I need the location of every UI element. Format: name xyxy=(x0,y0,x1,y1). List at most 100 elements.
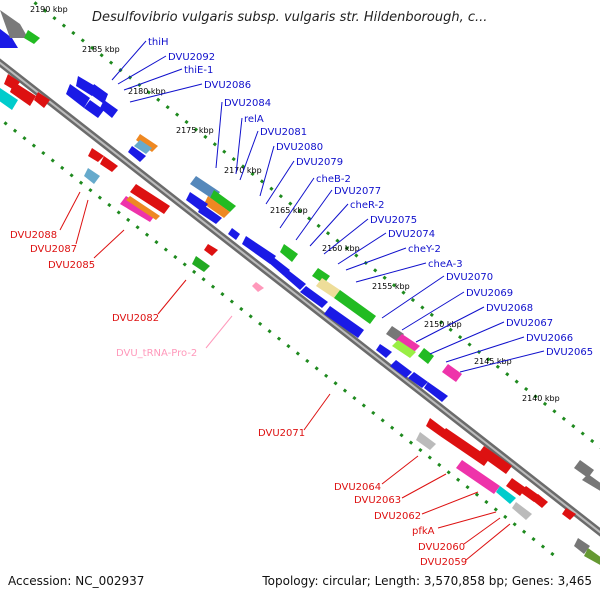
gene-block[interactable] xyxy=(440,428,490,466)
gene-block[interactable] xyxy=(204,196,230,218)
gene-block[interactable] xyxy=(324,306,364,338)
gene-block[interactable] xyxy=(90,84,108,104)
gene-block[interactable] xyxy=(228,228,240,240)
reverse-gene-label[interactable]: DVU2059 xyxy=(420,557,467,568)
forward-leader-line xyxy=(235,117,243,175)
gene-block[interactable] xyxy=(84,100,104,118)
reverse-gene-label[interactable]: DVU2088 xyxy=(10,230,57,241)
forward-gene-label[interactable]: DVU2075 xyxy=(370,215,417,226)
gene-block[interactable] xyxy=(34,92,50,108)
gene-block[interactable] xyxy=(426,418,446,436)
forward-gene-label[interactable]: DVU2084 xyxy=(224,98,271,109)
forward-strand-genes xyxy=(0,10,600,492)
reverse-gene-label[interactable]: DVU2085 xyxy=(48,260,95,271)
forward-gene-label[interactable]: DVU2067 xyxy=(506,318,553,329)
gene-block[interactable] xyxy=(252,282,264,292)
gene-block[interactable] xyxy=(390,360,412,378)
gene-block[interactable] xyxy=(76,76,95,96)
gene-block[interactable] xyxy=(316,278,340,298)
forward-gene-label[interactable]: relA xyxy=(244,114,264,125)
reverse-gene-label[interactable]: DVU2087 xyxy=(30,244,77,255)
forward-gene-label[interactable]: thiH xyxy=(148,37,169,48)
gene-block[interactable] xyxy=(100,156,118,172)
scale-label: 2190 kbp xyxy=(30,5,68,14)
forward-gene-label[interactable]: DVU2092 xyxy=(168,52,215,63)
trna-gene-label[interactable]: DVU_tRNA-Pro-2 xyxy=(116,348,197,359)
gene-block[interactable] xyxy=(584,548,600,566)
gene-block[interactable] xyxy=(134,140,152,154)
gene-block[interactable] xyxy=(442,364,462,382)
gene-block[interactable] xyxy=(130,184,170,214)
scale-label: 2160 kbp xyxy=(322,244,360,253)
gene-block[interactable] xyxy=(0,25,18,48)
gene-block[interactable] xyxy=(376,344,392,358)
trna-leader-line xyxy=(205,315,233,349)
reverse-gene-label[interactable]: DVU2060 xyxy=(418,542,465,553)
gene-block[interactable] xyxy=(408,372,428,388)
forward-gene-label[interactable]: cheY-2 xyxy=(408,244,441,255)
gene-block[interactable] xyxy=(582,474,600,492)
gene-block[interactable] xyxy=(284,270,306,290)
gene-block[interactable] xyxy=(574,460,594,478)
gene-block[interactable] xyxy=(512,502,532,520)
forward-gene-label[interactable]: DVU2079 xyxy=(296,157,343,168)
gene-block[interactable] xyxy=(120,196,156,222)
forward-gene-label[interactable]: DVU2066 xyxy=(526,333,573,344)
forward-gene-label[interactable]: DVU2069 xyxy=(466,288,513,299)
gene-block[interactable] xyxy=(10,82,36,106)
gene-block[interactable] xyxy=(198,204,222,224)
forward-gene-label[interactable]: cheR-2 xyxy=(350,200,385,211)
gene-block[interactable] xyxy=(100,100,118,118)
gene-block[interactable] xyxy=(242,236,276,264)
reverse-gene-label[interactable]: DVU2063 xyxy=(354,495,401,506)
forward-gene-label[interactable]: thiE-1 xyxy=(184,65,213,76)
gene-block[interactable] xyxy=(280,244,298,262)
reverse-gene-label[interactable]: pfkA xyxy=(412,526,435,537)
forward-gene-label[interactable]: DVU2077 xyxy=(334,186,381,197)
gene-block[interactable] xyxy=(574,538,590,554)
gene-block[interactable] xyxy=(312,268,330,284)
gene-block[interactable] xyxy=(418,348,434,364)
reverse-gene-label[interactable]: DVU2062 xyxy=(374,511,421,522)
gene-block[interactable] xyxy=(562,508,576,520)
forward-gene-label[interactable]: DVU2070 xyxy=(446,272,493,283)
gene-block[interactable] xyxy=(532,494,548,508)
gene-block[interactable] xyxy=(126,196,160,220)
gene-block[interactable] xyxy=(88,148,104,162)
gene-block[interactable] xyxy=(268,256,290,276)
reverse-gene-label[interactable]: DVU2064 xyxy=(334,482,381,493)
forward-gene-label[interactable]: DVU2080 xyxy=(276,142,323,153)
gene-block[interactable] xyxy=(66,84,90,108)
gene-block[interactable] xyxy=(456,460,500,494)
reverse-gene-label[interactable]: DVU2071 xyxy=(258,428,305,439)
gene-block[interactable] xyxy=(300,286,328,308)
forward-gene-label[interactable]: DVU2065 xyxy=(546,347,593,358)
gene-block[interactable] xyxy=(192,256,210,272)
gene-block[interactable] xyxy=(0,88,18,110)
gene-block[interactable] xyxy=(416,432,436,450)
gene-block[interactable] xyxy=(24,30,40,44)
forward-gene-label[interactable]: DVU2081 xyxy=(260,127,307,138)
gene-block[interactable] xyxy=(424,382,448,402)
forward-leader-line xyxy=(111,40,147,81)
forward-gene-label[interactable]: DVU2074 xyxy=(388,229,435,240)
forward-gene-label[interactable]: cheA-3 xyxy=(428,259,463,270)
gene-block[interactable] xyxy=(210,190,236,212)
gene-block[interactable] xyxy=(136,134,158,152)
gene-block[interactable] xyxy=(84,168,100,184)
scale-label: 2155 kbp xyxy=(372,282,410,291)
gene-block[interactable] xyxy=(128,146,146,162)
reverse-gene-label[interactable]: DVU2082 xyxy=(112,313,159,324)
forward-gene-label[interactable]: DVU2068 xyxy=(486,303,533,314)
gene-block[interactable] xyxy=(396,334,420,352)
gene-block[interactable] xyxy=(334,290,376,324)
forward-gene-label[interactable]: DVU2086 xyxy=(204,80,251,91)
forward-gene-label[interactable]: cheB-2 xyxy=(316,174,351,185)
gene-block[interactable] xyxy=(478,446,512,474)
scale-label: 2140 kbp xyxy=(522,394,560,403)
gene-block[interactable] xyxy=(496,486,516,504)
gene-block[interactable] xyxy=(392,340,416,358)
gene-block[interactable] xyxy=(204,244,218,256)
gene-block[interactable] xyxy=(0,10,28,38)
